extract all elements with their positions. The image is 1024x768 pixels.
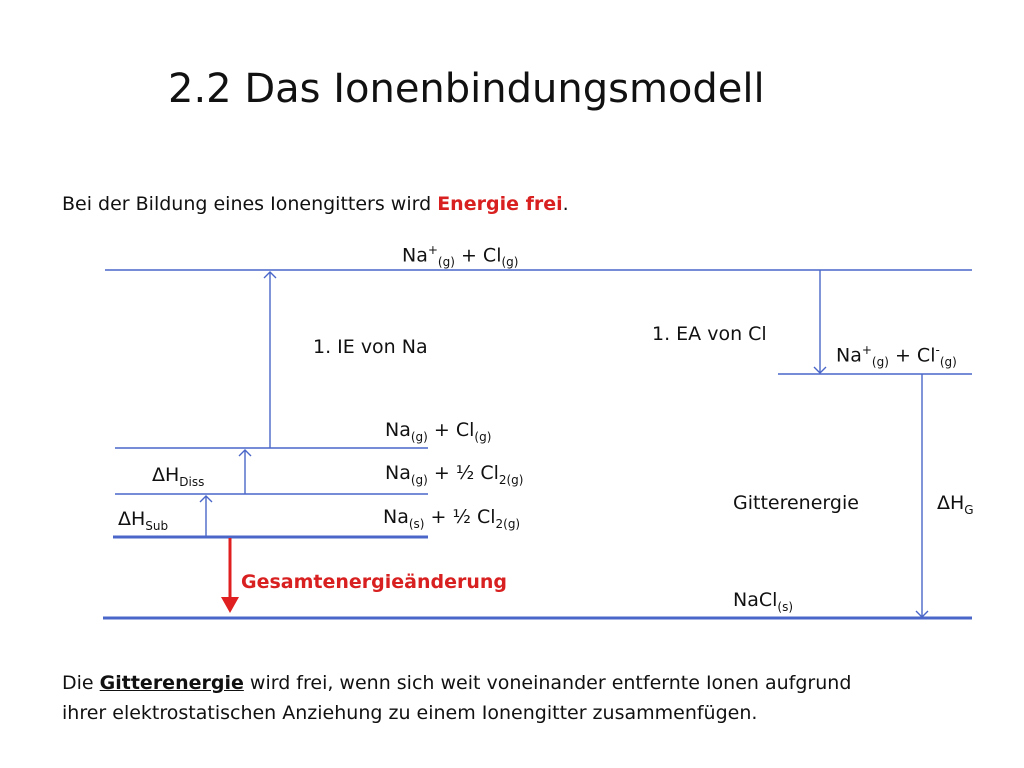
label-ie: 1. IE von Na [313,336,428,358]
label-lattice-energy: Gitterenergie [733,492,859,514]
label-level-ea-product: Na+(g) + Cl-(g) [836,343,957,370]
intro-after: . [562,193,569,215]
label-level-dissociation: Na(g) + ½ Cl2(g) [385,462,524,487]
label-total-energy: Gesamtenergieänderung [241,571,508,593]
lattice-energy-term: Gitterenergie [99,672,244,694]
label-level-salt: NaCl(s) [733,589,794,614]
label-diss: ΔHDiss [152,464,205,489]
label-level-elements: Na(s) + ½ Cl2(g) [383,506,521,531]
intro-before: Bei der Bildung eines Ionengitters wird [62,193,432,215]
label-ea: 1. EA von Cl [652,323,767,345]
bottom-text: Die Gitterenergie wird frei, wenn sich w… [62,668,851,728]
page-title: 2.2 Das Ionenbindungsmodell [168,66,765,112]
bottom-line-2: ihrer elektrostatischen Anziehung zu ein… [62,702,758,724]
label-level-top: Na+(g) + Cl(g) [402,243,519,270]
label-lattice-dh: ΔHG [937,492,974,517]
label-level-atoms: Na(g) + Cl(g) [385,419,492,444]
intro-highlight: Energie frei [437,193,563,215]
bottom-line-1: Die Gitterenergie wird frei, wenn sich w… [62,672,852,694]
label-sub: ΔHSub [118,508,169,533]
intro-text: Bei der Bildung eines Ionengitters wird … [62,191,569,217]
